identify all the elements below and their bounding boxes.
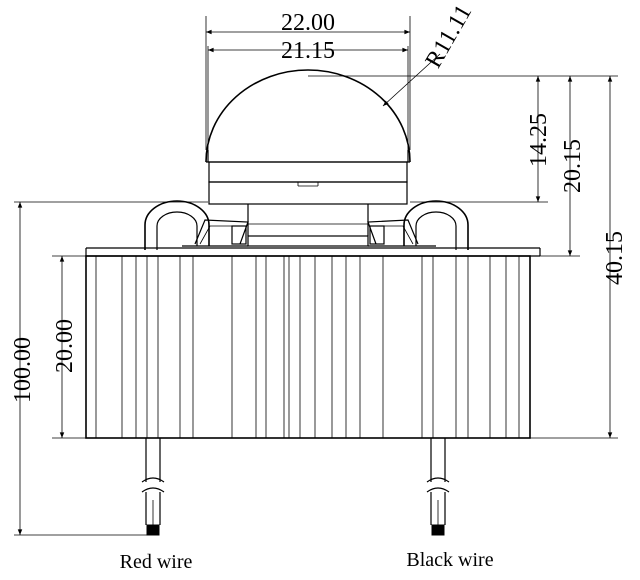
heatsink-body <box>85 247 541 439</box>
dim-right-heights: 14.25 20.15 40.15 <box>308 75 628 439</box>
dim-100-label: 100.00 <box>10 337 36 403</box>
heatsink-fins <box>95 256 520 438</box>
dim-top-width: 22.00 21.15 <box>205 10 411 150</box>
dim-22-label: 22.00 <box>281 10 335 36</box>
red-wire-drawing <box>141 438 165 536</box>
dim-left: 20.00 100.00 <box>10 201 208 536</box>
dim-20-00-label: 20.00 <box>52 319 78 373</box>
dim-40-label: 40.15 <box>602 231 628 285</box>
red-wire-label: Red wire <box>120 551 193 573</box>
black-wire-drawing <box>426 438 450 536</box>
right-hook <box>367 200 469 250</box>
dome-lens <box>205 69 411 163</box>
left-hook <box>144 200 249 250</box>
dim-21-label: 21.15 <box>281 38 335 64</box>
dim-radius-label: R11.11 <box>421 0 478 72</box>
dim-20-15-label: 20.15 <box>560 139 586 193</box>
dim-14-label: 14.25 <box>526 113 552 167</box>
black-wire-label: Black wire <box>406 549 493 571</box>
dim-radius: R11.11 <box>382 0 478 107</box>
lens-holder <box>208 161 408 247</box>
